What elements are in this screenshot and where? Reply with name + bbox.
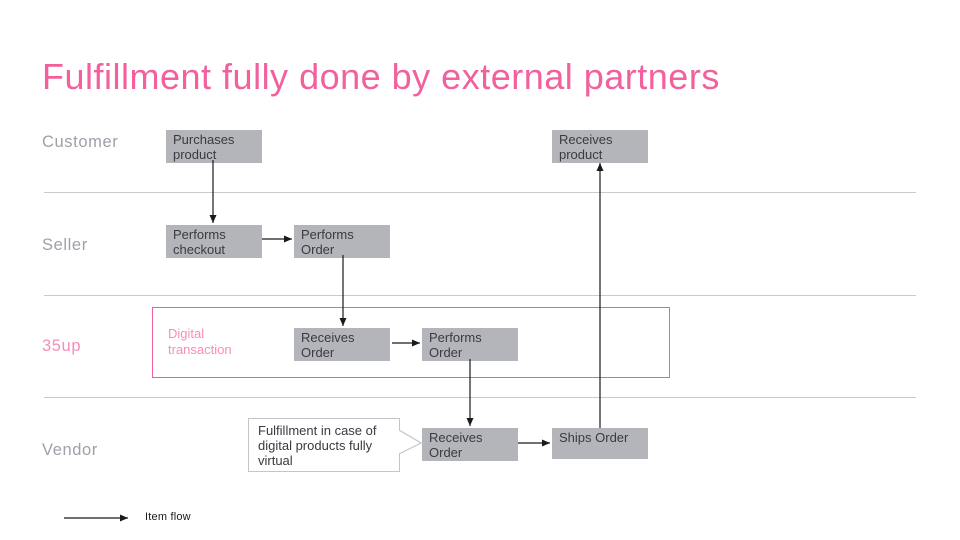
lane-label-35up: 35up — [42, 337, 82, 355]
lane-divider — [44, 295, 916, 296]
digital-transaction-label: Digital transaction — [168, 326, 232, 357]
node-ships-order: Ships Order — [552, 428, 648, 459]
node-purchases-product: Purchases product — [166, 130, 262, 163]
node-performs-checkout: Performs checkout — [166, 225, 262, 258]
lane-divider — [44, 397, 916, 398]
node-performs-order-35up: Performs Order — [422, 328, 518, 361]
node-receives-order-vendor: Receives Order — [422, 428, 518, 461]
lane-divider — [44, 192, 916, 193]
node-performs-order-seller: Performs Order — [294, 225, 390, 258]
callout-tail — [398, 429, 423, 455]
page-title: Fulfillment fully done by external partn… — [42, 56, 720, 97]
node-receives-order-35up: Receives Order — [294, 328, 390, 361]
digital-transaction-container — [152, 307, 670, 378]
lane-label-customer: Customer — [42, 133, 119, 151]
callout-note: Fulfillment in case of digital products … — [248, 418, 400, 472]
legend-label: Item flow — [145, 511, 191, 523]
lane-label-seller: Seller — [42, 236, 88, 254]
node-receives-product: Receives product — [552, 130, 648, 163]
lane-label-vendor: Vendor — [42, 441, 98, 459]
